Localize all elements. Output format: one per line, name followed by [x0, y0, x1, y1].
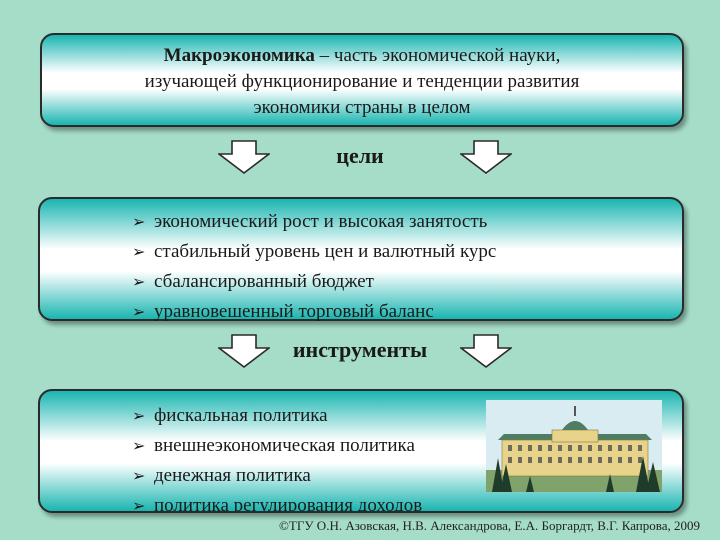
goal-text: стабильный уровень цен и валютный курс — [154, 241, 497, 262]
list-item: ➢ экономический рост и высокая занятость — [132, 207, 496, 237]
definition-box: Макроэкономика – часть экономической нау… — [40, 33, 684, 127]
definition-line2: изучающей функционирование и тенденции р… — [144, 71, 580, 92]
list-item: ➢ внешнеэкономическая политика — [132, 431, 422, 461]
definition-line3: экономики страны в целом — [253, 97, 471, 118]
tool-text: внешнеэкономическая политика — [154, 435, 415, 456]
footer-copyright: ©ТГУ О.Н. Азовская, Н.В. Александрова, Е… — [279, 518, 700, 533]
building-illustration — [486, 400, 662, 492]
tools-list: ➢ фискальная политика ➢ внешнеэкономическа… — [132, 401, 423, 513]
goals-box: ➢экономический рост и высокая занятость … — [38, 197, 684, 322]
list-item: ➢ стабильный уровень цен и валютный курс — [132, 237, 496, 267]
tools-label: инструменты — [292, 337, 428, 362]
list-item: ➢ уравновешенный торговый баланс — [132, 297, 496, 327]
bullet-arrow-icon: ➢ — [132, 304, 146, 321]
bullet-arrow-icon: ➢ — [132, 274, 146, 291]
tool-text: денежная политика — [154, 465, 311, 486]
down-arrow-icon — [460, 334, 512, 368]
list-item: ➢ политика регулирования доходов — [132, 491, 423, 513]
bullet-arrow-icon: ➢ — [132, 438, 146, 455]
list-item: ➢ фискальная политика — [132, 401, 422, 431]
down-arrow-icon — [460, 140, 512, 174]
bullet-arrow-icon: ➢ — [132, 214, 146, 231]
bullet-arrow-icon: ➢ — [132, 498, 146, 513]
definition-text: Макроэкономика – часть экономической нау… — [42, 43, 682, 121]
goal-text: экономический рост и высокая занятость — [154, 211, 488, 232]
goal-text: уравновешенный торговый баланс — [154, 301, 434, 322]
bullet-arrow-icon: ➢ — [132, 408, 146, 425]
goal-text: сбалансированный бюджет — [154, 271, 374, 292]
down-arrow-icon — [218, 140, 270, 174]
down-arrow-icon — [218, 334, 270, 368]
tool-text: фискальная политика — [154, 405, 328, 426]
tool-text: политика регулирования доходов — [154, 495, 423, 513]
bullet-arrow-icon: ➢ — [132, 468, 146, 485]
list-item: ➢ денежная политика — [132, 461, 422, 491]
definition-line1-rest: – часть экономической науки, — [314, 45, 561, 66]
definition-term: Макроэкономика — [163, 45, 315, 66]
goals-list: ➢экономический рост и высокая занятость … — [132, 207, 496, 327]
list-item: ➢ сбалансированный бюджет — [132, 267, 496, 297]
bullet-arrow-icon: ➢ — [132, 244, 146, 261]
goals-label: цели — [336, 143, 384, 168]
